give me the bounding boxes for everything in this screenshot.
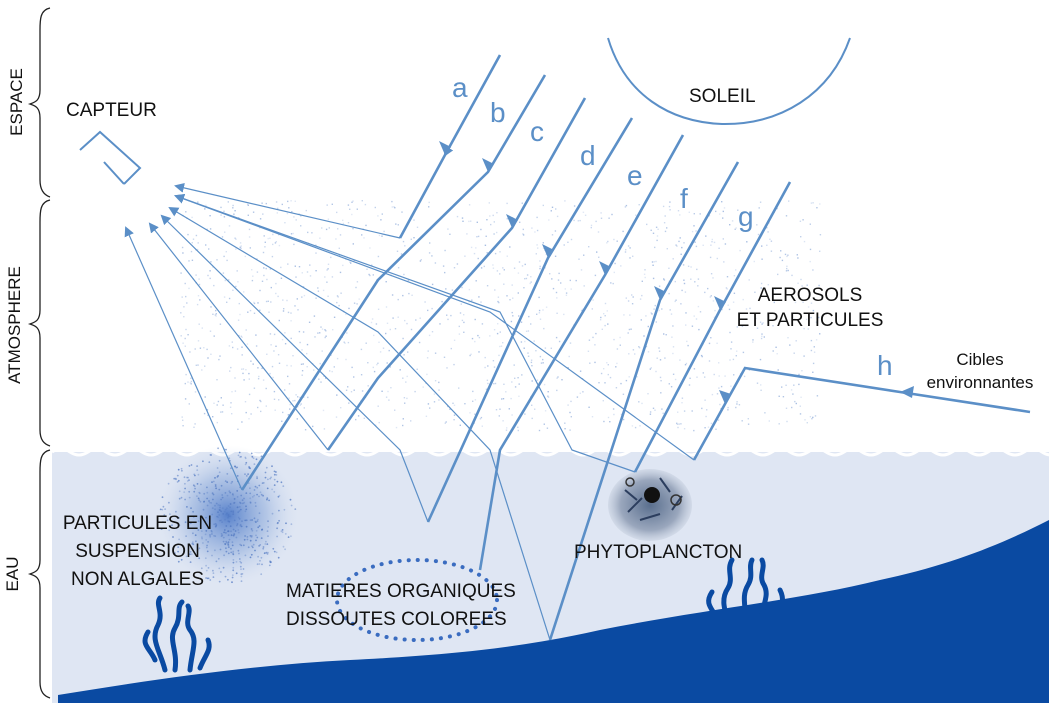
aerosols-label: AEROSOLS ET PARTICULES [730, 283, 890, 333]
seaweed-left [142, 595, 212, 673]
particles-label-line2: SUSPENSION [75, 541, 200, 562]
environmental-targets-label: Cibles environnantes [910, 348, 1049, 394]
seaweed-right [706, 557, 785, 633]
ray-label-h: h [877, 350, 893, 381]
seabed [58, 520, 1049, 703]
phytoplankton-blob [608, 469, 692, 541]
targets-label-line2: environnantes [926, 373, 1034, 392]
suspended-particles-label: PARTICULES EN SUSPENSION NON ALGALES [55, 510, 220, 594]
incoming-arrowheads [439, 141, 914, 404]
phytoplankton-label: PHYTOPLANCTON [574, 542, 743, 563]
ray-b-path [240, 74, 547, 491]
cdom-label-line1: MATIERES ORGANIQUES [286, 581, 516, 602]
cdom-label: MATIERES ORGANIQUES DISSOUTES COLOREES [286, 578, 516, 634]
aerosol-particles [180, 200, 822, 432]
ray-h-path [692, 366, 1031, 461]
aerosols-label-line2: ET PARTICULES [736, 310, 884, 331]
ray-label-c: c [530, 116, 544, 147]
cdom-dotted-ellipse [335, 558, 499, 642]
cdom-label-line2: DISSOUTES COLOREES [286, 609, 507, 630]
suspended-particles-dots [159, 447, 297, 584]
reflected-rays [124, 182, 695, 641]
zone-label-atmosphere: ATMOSPHERE [5, 266, 24, 384]
ray-label-b: b [490, 97, 506, 128]
sensor-icon [79, 130, 142, 185]
sun-arc [607, 37, 851, 126]
ray-c-path [326, 97, 587, 451]
sun-label: SOLEIL [689, 86, 756, 107]
particles-label-line1: PARTICULES EN [62, 513, 213, 534]
sensor-label: CAPTEUR [66, 100, 157, 121]
zone-label-eau: EAU [3, 556, 22, 592]
ray-label-d: d [580, 140, 596, 171]
ray-label-a: a [452, 72, 468, 103]
ray-label-g: g [738, 201, 754, 232]
incoming-light-rays [240, 54, 1031, 641]
targets-label-line1: Cibles [956, 350, 1004, 369]
particles-label-line3: NON ALGALES [70, 569, 205, 590]
zone-braces [27, 7, 51, 699]
zone-label-espace: ESPACE [7, 68, 26, 136]
aerosols-label-line1: AEROSOLS [757, 285, 863, 306]
ray-label-f: f [680, 183, 688, 214]
ray-label-e: e [627, 160, 643, 191]
ray-e-path [478, 134, 685, 571]
